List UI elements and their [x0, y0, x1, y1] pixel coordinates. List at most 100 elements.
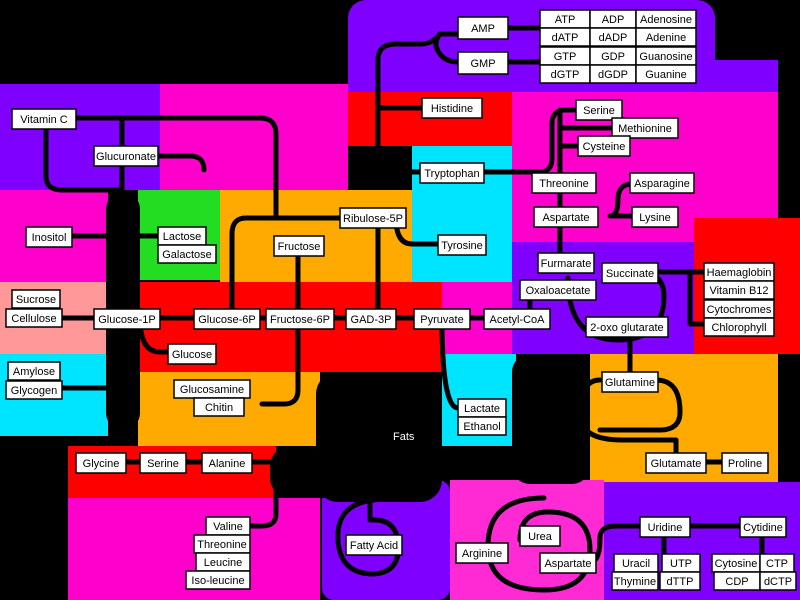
- node-label: GTP: [554, 51, 577, 63]
- node-aspartate-top: Aspartate: [533, 206, 599, 228]
- node-label: Methionine: [618, 123, 672, 135]
- node-label: CDP: [725, 576, 748, 588]
- node-leucine: Leucine: [195, 552, 251, 572]
- node-box: [75, 452, 127, 474]
- node-label: Cytidine: [743, 522, 783, 534]
- node-succinate: Succinate: [601, 262, 659, 284]
- node-label: Glycogen: [11, 385, 57, 397]
- node-box: [457, 416, 507, 436]
- node-box: [575, 99, 623, 121]
- node-serine-top: Serine: [575, 99, 623, 121]
- node-label: Uridine: [648, 522, 683, 534]
- node-label: Succinate: [606, 268, 654, 280]
- node-label: Glutamine: [605, 377, 655, 389]
- node-box: [413, 308, 471, 330]
- node-label: Ribulose-5P: [343, 213, 403, 225]
- node-label: Acetyl-CoA: [489, 314, 545, 326]
- node-uridine: Uridine: [639, 516, 691, 538]
- node-box: [93, 145, 159, 167]
- node-vitamin-b12: Vitamin B12: [703, 280, 775, 300]
- node-box: [739, 516, 787, 538]
- node-label: Galactose: [162, 249, 212, 261]
- node-proline: Proline: [721, 452, 769, 474]
- edge-porphyrins: [687, 269, 707, 327]
- hub-fats-left: [270, 446, 350, 498]
- node-box: [5, 308, 63, 328]
- node-box: [185, 570, 251, 590]
- node-box: [639, 516, 691, 538]
- node-box: [139, 452, 187, 474]
- node-label: Proline: [728, 458, 762, 470]
- node-glucose-6p: Glucose-6P: [193, 308, 261, 330]
- node-label: Lactate: [464, 403, 500, 415]
- node-box: [635, 27, 697, 47]
- node-guanine: Guanine: [635, 64, 697, 84]
- node-label: AMP: [471, 23, 495, 35]
- node-box: [457, 16, 509, 40]
- node-label: Inositol: [32, 232, 67, 244]
- node-glucuronate: Glucuronate: [93, 145, 159, 167]
- edge-fatty-acid-spiral: [335, 477, 401, 577]
- node-box: [11, 108, 77, 130]
- node-box: [539, 552, 597, 574]
- node-serine-low: Serine: [139, 452, 187, 474]
- node-tryptophan: Tryptophan: [419, 162, 485, 184]
- node-label: Histidine: [431, 103, 473, 115]
- node-sucrose: Sucrose: [11, 289, 61, 309]
- node-box: [265, 308, 335, 330]
- node-label: Tyrosine: [441, 240, 483, 252]
- node-alanine: Alanine: [201, 452, 253, 474]
- node-label: Valine: [213, 521, 243, 533]
- node-box: [273, 235, 325, 257]
- node-label: Ethanol: [463, 421, 500, 433]
- node-box: [93, 308, 161, 330]
- node-lactose: Lactose: [157, 226, 207, 246]
- hub-ribulose: [348, 146, 408, 186]
- node-acetyl-coa: Acetyl-CoA: [483, 308, 551, 330]
- node-ctp: CTP: [759, 553, 795, 573]
- node-adp: ADP: [589, 9, 637, 29]
- node-label: Chlorophyll: [711, 322, 766, 334]
- node-glycogen: Glycogen: [5, 380, 63, 400]
- node-vitamin-c: Vitamin C: [11, 108, 77, 130]
- node-gmp: GMP: [457, 51, 509, 75]
- node-glycine: Glycine: [75, 452, 127, 474]
- node-furmarate: Furmarate: [537, 252, 595, 274]
- node-label: Lactose: [163, 231, 202, 243]
- node-glutamate: Glutamate: [645, 452, 707, 474]
- node-label: Asparagine: [634, 178, 690, 190]
- node-label: dCTP: [764, 576, 792, 588]
- node-dadp: dADP: [589, 27, 637, 47]
- node-box: [193, 397, 245, 417]
- node-box: [531, 172, 597, 194]
- edge-glutamate-loop: [597, 377, 683, 433]
- node-label: Adenine: [646, 32, 686, 44]
- node-box: [419, 162, 485, 184]
- node-label: Cytosine: [715, 558, 758, 570]
- node-haemaglobin: Haemaglobin: [703, 262, 775, 282]
- node-cysteine: Cysteine: [577, 135, 631, 157]
- node-label: Cytochromes: [707, 304, 772, 316]
- node-box: [703, 317, 775, 337]
- node-label: Vitamin C: [20, 114, 68, 126]
- node-box: [659, 571, 701, 591]
- node-box: [611, 117, 679, 139]
- node-box: [631, 206, 679, 228]
- edge-fructose: [259, 249, 301, 407]
- node-gtp: GTP: [539, 46, 591, 66]
- node-label: Amylose: [13, 366, 55, 378]
- node-box: [457, 51, 509, 75]
- node-cytochromes: Cytochromes: [703, 299, 775, 319]
- node-label: Glucose-1P: [98, 314, 155, 326]
- node-adenosine: Adenosine: [635, 9, 697, 29]
- node-amylose: Amylose: [7, 361, 61, 381]
- node-ethanol: Ethanol: [457, 416, 507, 436]
- node-label: dGTP: [551, 69, 580, 81]
- node-box: [7, 361, 61, 381]
- node-chlorophyll: Chlorophyll: [703, 317, 775, 337]
- node-box: [421, 97, 483, 119]
- region-top-magenta: [160, 84, 348, 190]
- node-gad-3p: GAD-3P: [345, 308, 397, 330]
